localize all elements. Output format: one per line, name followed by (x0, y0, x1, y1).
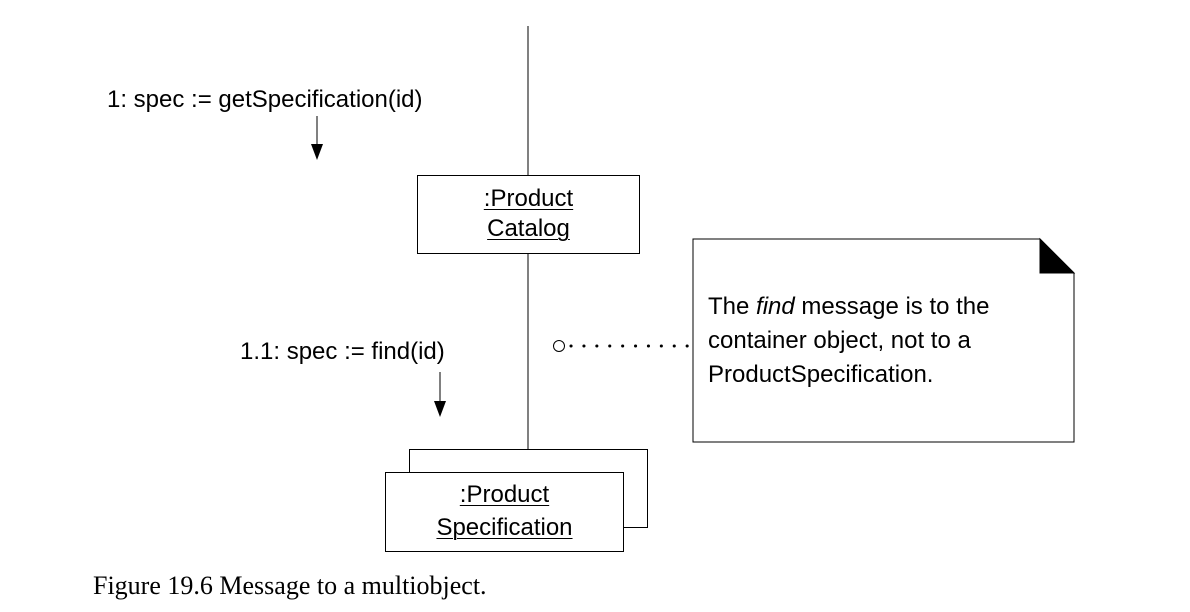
note-line-1: The find message is to the (708, 293, 990, 320)
object-product-specification-line1: :Product (459, 481, 550, 508)
message-label-1-1: 1.1: spec := find(id) (240, 338, 445, 365)
note-body (692, 238, 1075, 443)
object-product-catalog: :Product Catalog (417, 175, 640, 254)
note-text: The find message is to the container obj… (708, 290, 990, 392)
message-arrow-1-1 (434, 372, 446, 417)
object-product-specification-line2: Specification (436, 514, 573, 541)
message-label-1: 1: spec := getSpecification(id) (107, 86, 423, 113)
note-line-3: ProductSpecification. (708, 361, 934, 388)
message-arrow-1 (311, 116, 323, 160)
note-folded-corner-icon (1039, 237, 1076, 274)
note-line-2: container object, not to a (708, 327, 971, 354)
object-product-catalog-line2: Catalog (487, 215, 570, 242)
note (692, 237, 1076, 443)
object-product-catalog-line1: :Product (483, 185, 574, 212)
multiobject-product-specification: :Product Specification (385, 472, 624, 552)
figure-caption: Figure 19.6 Message to a multiobject. (93, 571, 487, 600)
note-anchor-circle (553, 340, 565, 352)
note-emphasis: find (756, 293, 795, 320)
note-anchor (553, 340, 694, 352)
